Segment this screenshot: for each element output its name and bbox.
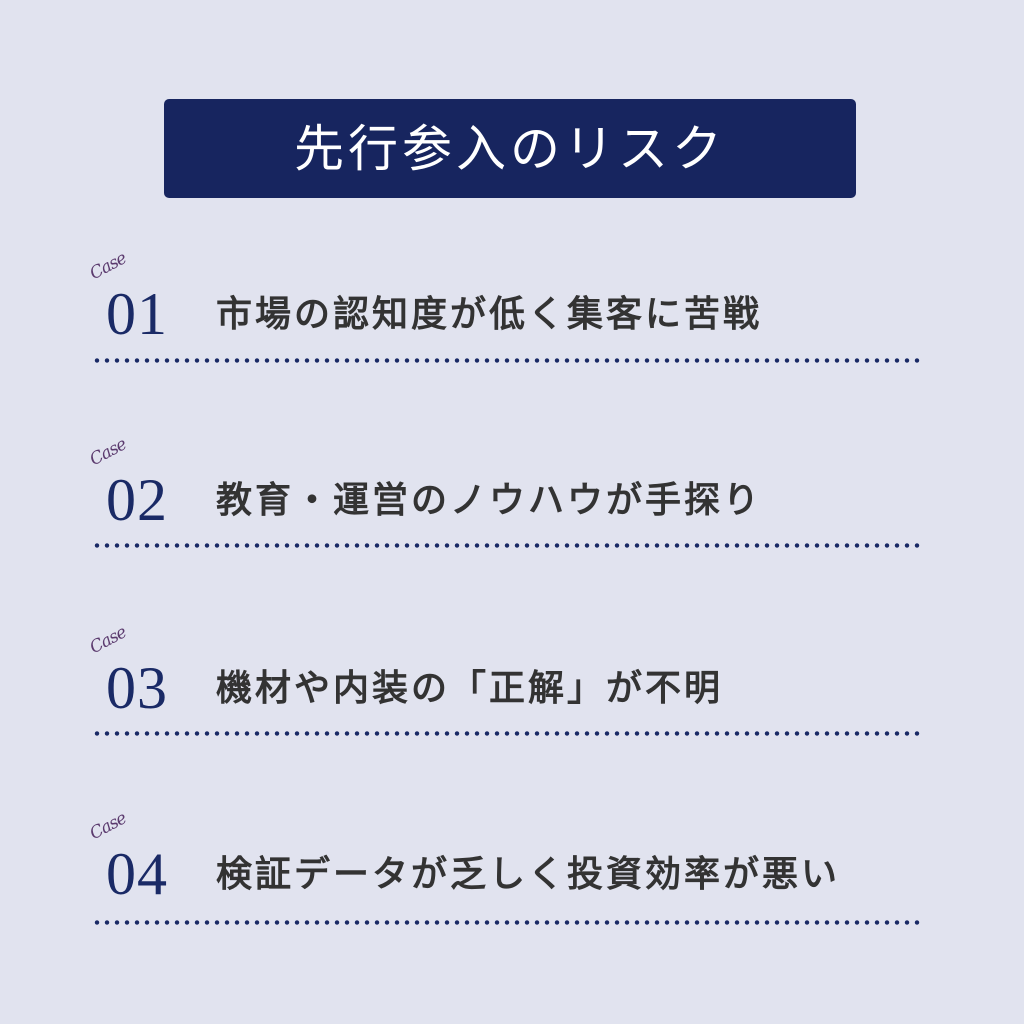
- case-item-3: Case 03 機材や内装の「正解」が不明: [0, 623, 1024, 776]
- case-number: 03: [106, 655, 168, 721]
- case-text: 機材や内装の「正解」が不明: [216, 667, 724, 709]
- case-script-label: Case: [86, 248, 130, 284]
- case-item-1: Case 01 市場の認知度が低く集客に苦戦: [0, 249, 1024, 402]
- dotted-divider: [92, 731, 924, 736]
- case-script-label: Case: [86, 808, 130, 844]
- case-script-label: Case: [86, 622, 130, 658]
- case-text: 教育・運営のノウハウが手探り: [216, 479, 763, 521]
- case-text: 市場の認知度が低く集客に苦戦: [216, 293, 763, 335]
- case-number: 02: [106, 467, 168, 533]
- dotted-divider: [92, 358, 924, 363]
- case-script-label: Case: [86, 434, 130, 470]
- title-banner: 先行参入のリスク: [164, 99, 856, 198]
- case-item-2: Case 02 教育・運営のノウハウが手探り: [0, 435, 1024, 588]
- case-text: 検証データが乏しく投資効率が悪い: [216, 853, 841, 895]
- case-number: 04: [106, 841, 168, 907]
- page-title: 先行参入のリスク: [294, 119, 726, 178]
- dotted-divider: [92, 920, 924, 925]
- case-item-4: Case 04 検証データが乏しく投資効率が悪い: [0, 809, 1024, 962]
- dotted-divider: [92, 543, 924, 548]
- case-number: 01: [106, 281, 168, 347]
